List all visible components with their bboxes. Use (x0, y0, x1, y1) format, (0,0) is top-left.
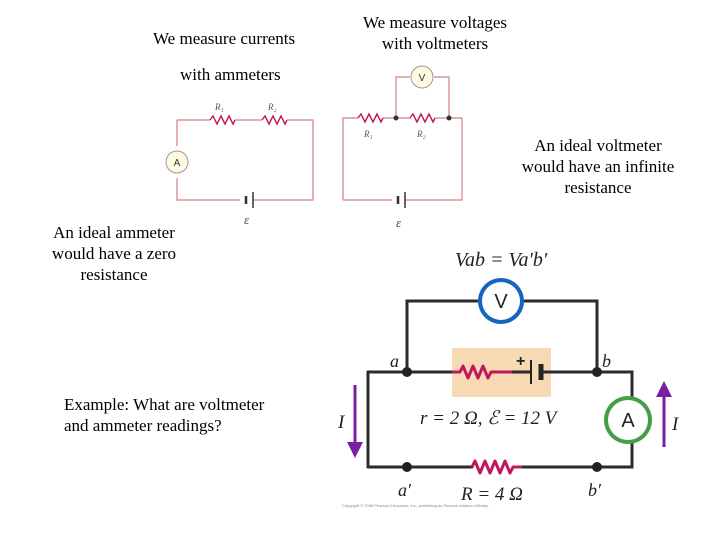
voltmeter-circuit-meter-label: V (419, 73, 426, 84)
ammeter-circuit-r2-label: R₂ (267, 102, 277, 112)
voltmeter-circuit-r2-label: R₂ (416, 129, 426, 139)
ammeter-face (608, 400, 648, 440)
voltmeter-circuit (342, 76, 463, 208)
voltmeter-circuit-node-right (446, 115, 452, 121)
load-value-label: R = 4 Ω (460, 484, 523, 505)
node-b-prime-label: b′ (588, 480, 602, 500)
with-ammeters-text: with ammeters (180, 65, 281, 84)
ideal-voltmeter-text: An ideal voltmeter would have an infinit… (521, 136, 675, 197)
voltmeter-circuit-resistor-2 (409, 112, 436, 124)
ammeter-label: A (621, 410, 635, 432)
node-a-prime (402, 462, 412, 472)
voltmeter-circuit-emf-label: ε (396, 215, 402, 230)
measure-currents-text: We measure currents (153, 29, 296, 48)
node-b (592, 367, 602, 377)
voltmeter-label: V (494, 291, 508, 313)
battery-plus-sign: + (516, 353, 525, 370)
ideal-ammeter-text: An ideal ammeter would have a zero resis… (51, 223, 177, 284)
voltmeter-circuit-node-left (393, 115, 399, 121)
current-label-right: I (671, 414, 680, 435)
ammeter-circuit (176, 114, 314, 208)
ammeter-circuit-meter-label: A (174, 158, 181, 169)
node-a (402, 367, 412, 377)
ammeter-circuit-resistor-2 (261, 114, 288, 126)
current-label-left: I (337, 412, 346, 433)
node-b-label: b (602, 351, 611, 371)
voltmeter-circuit-r1-label: R₁ (363, 129, 373, 139)
internal-values-label: r = 2 Ω, ℰ = 12 V (420, 408, 559, 429)
node-a-label: a (390, 351, 399, 371)
ammeter-circuit-emf-label: ε (244, 212, 250, 227)
voltmeter-circuit-resistor-1 (357, 112, 384, 124)
current-arrow-right (656, 381, 672, 447)
load-resistor (470, 459, 522, 475)
example-circuit-wires (366, 299, 634, 469)
internal-resistor (452, 364, 512, 380)
voltmeter-circuit-meter (410, 65, 434, 89)
measure-voltages-text: We measure voltages with voltmeters (362, 13, 508, 53)
node-a-prime-label: a′ (398, 480, 412, 500)
current-arrow-left (347, 385, 363, 458)
example-question-text: Example: What are voltmeter and ammeter … (64, 395, 265, 435)
copyright-credit: Copyright © 2008 Pearson Education, Inc.… (342, 503, 489, 508)
voltmeter-face (482, 282, 520, 320)
voltage-equation: Vab = Va′b′ (455, 249, 548, 271)
ammeter-circuit-resistor-1 (209, 114, 236, 126)
node-b-prime (592, 462, 602, 472)
ammeter-circuit-meter (165, 150, 189, 174)
ammeter-circuit-r1-label: R₁ (214, 102, 224, 112)
